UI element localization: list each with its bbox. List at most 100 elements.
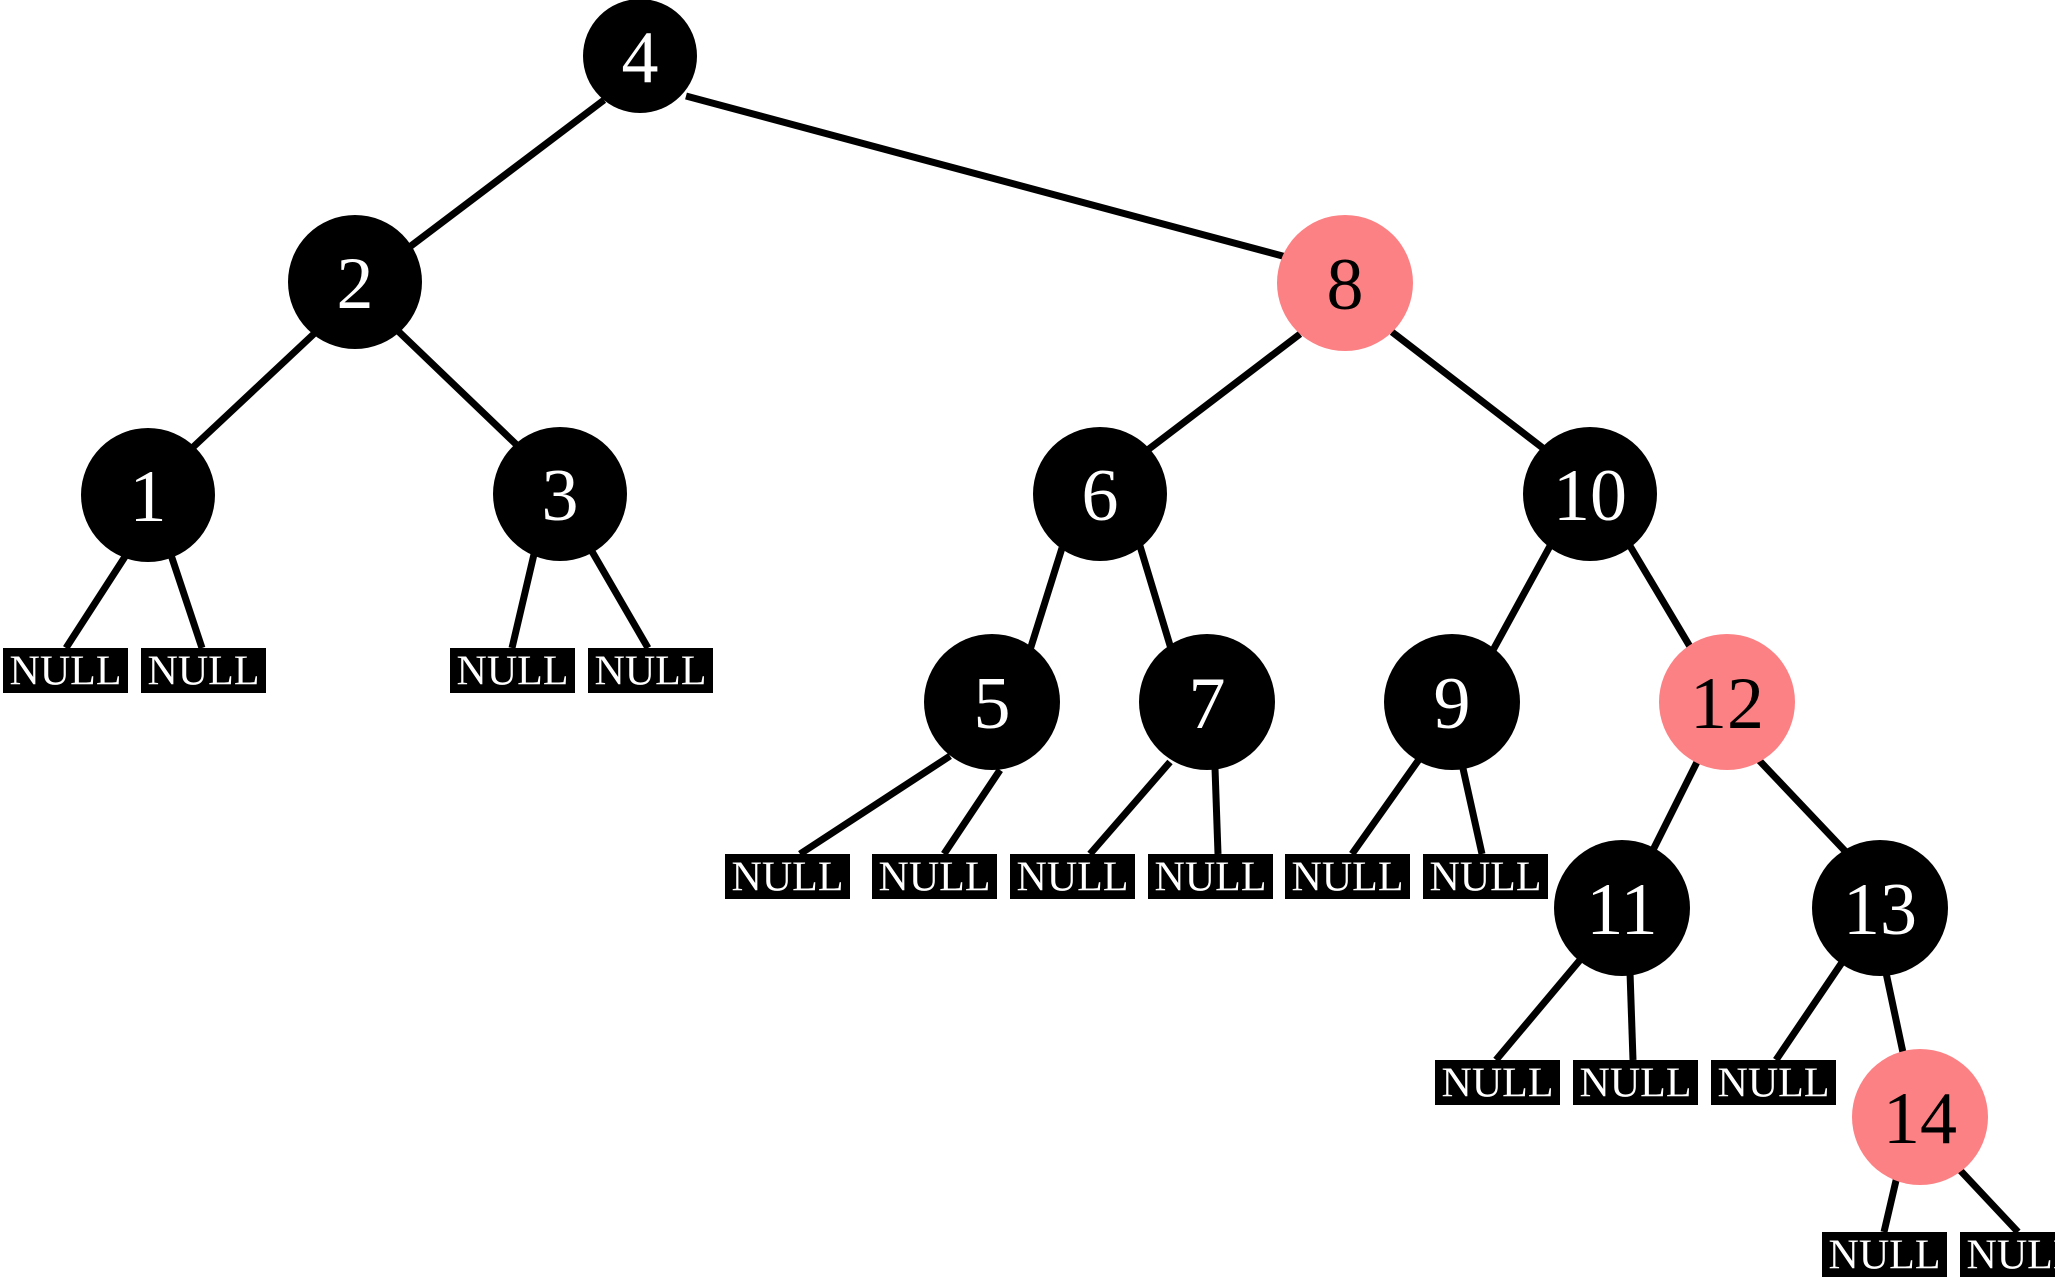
- null-box: [1711, 1060, 1836, 1105]
- tree-node-6[interactable]: 6: [1033, 427, 1167, 561]
- node-circle[interactable]: [1033, 427, 1167, 561]
- null-box: [1822, 1232, 1947, 1277]
- node-circle[interactable]: [1812, 840, 1948, 976]
- null-box: [1423, 854, 1548, 899]
- tree-node-7[interactable]: 7: [1139, 634, 1275, 770]
- null-box: [141, 648, 266, 693]
- tree-edge: [1087, 759, 1173, 857]
- node-circle[interactable]: [1554, 840, 1690, 976]
- tree-edge: [1136, 544, 1176, 654]
- tree-node-11[interactable]: 11: [1554, 840, 1690, 976]
- null-box: [1010, 854, 1135, 899]
- null-label: NULL: [1017, 855, 1129, 901]
- tree-node-14[interactable]: 14: [1852, 1049, 1988, 1185]
- node-circle[interactable]: [1384, 634, 1520, 770]
- tree-node-10[interactable]: 10: [1523, 427, 1657, 561]
- null-leaf: NULL: [450, 648, 575, 695]
- null-leaf: NULL: [1423, 854, 1548, 901]
- tree-edge: [1389, 329, 1551, 455]
- tree-edge: [166, 550, 206, 650]
- null-box: [3, 648, 128, 693]
- tree-edge: [941, 768, 1003, 856]
- null-label: NULL: [10, 649, 122, 695]
- tree-edge: [394, 327, 525, 453]
- node-label: 12: [1690, 663, 1764, 745]
- tree-node-3[interactable]: 3: [493, 427, 627, 561]
- tree-edge: [1626, 971, 1637, 1061]
- tree-edge: [1773, 956, 1848, 1062]
- tree-edge: [1026, 546, 1066, 652]
- tree-edge: [392, 97, 607, 261]
- null-box: [450, 648, 575, 693]
- tree-edge: [1752, 753, 1849, 855]
- node-label: 6: [1082, 455, 1119, 537]
- tree-edge: [1488, 544, 1554, 654]
- null-label: NULL: [457, 649, 569, 695]
- null-leaf: NULL: [1960, 1232, 2055, 1277]
- tree-edge: [1142, 331, 1303, 455]
- null-leaf: NULL: [1285, 854, 1410, 901]
- null-box: [1285, 854, 1410, 899]
- tree-edge: [798, 753, 952, 857]
- node-circle[interactable]: [583, 0, 697, 113]
- tree-edge: [1648, 754, 1704, 854]
- tree-node-4[interactable]: 4: [583, 0, 697, 113]
- tree-edge: [1955, 1165, 2021, 1235]
- null-leaf: NULL: [725, 854, 850, 901]
- node-circle[interactable]: [288, 215, 422, 349]
- tree-edge: [1458, 763, 1486, 855]
- tree-node-1[interactable]: 1: [81, 428, 215, 562]
- null-box: [725, 854, 850, 899]
- tree-node-13[interactable]: 13: [1812, 840, 1948, 976]
- tree-edge: [63, 550, 131, 650]
- node-label: 11: [1586, 869, 1657, 951]
- node-circle[interactable]: [1659, 634, 1795, 770]
- null-label: NULL: [1718, 1061, 1830, 1107]
- null-label: NULL: [1580, 1061, 1692, 1107]
- null-label: NULL: [1442, 1061, 1554, 1107]
- tree-edge: [1626, 544, 1696, 652]
- null-box: [1573, 1060, 1698, 1105]
- node-circle[interactable]: [1277, 215, 1413, 351]
- null-label: NULL: [1430, 855, 1542, 901]
- null-box: [1960, 1232, 2055, 1277]
- node-circle[interactable]: [1139, 634, 1275, 770]
- null-label: NULL: [1292, 855, 1404, 901]
- tree-node-12[interactable]: 12: [1659, 634, 1795, 770]
- node-circle[interactable]: [493, 427, 627, 561]
- tree-edge: [1211, 767, 1222, 855]
- null-leaf: NULL: [3, 648, 128, 695]
- tree-edge: [508, 549, 539, 649]
- node-circle[interactable]: [924, 634, 1060, 770]
- null-leaf: NULL: [1010, 854, 1135, 901]
- node-circle[interactable]: [81, 428, 215, 562]
- null-leaf: NULL: [1822, 1232, 1947, 1277]
- tree-node-2[interactable]: 2: [288, 215, 422, 349]
- node-label: 14: [1883, 1078, 1957, 1160]
- null-box: [1148, 854, 1273, 899]
- null-label: NULL: [879, 855, 991, 901]
- node-label: 4: [622, 17, 659, 99]
- node-label: 7: [1189, 663, 1226, 745]
- node-label: 2: [337, 243, 374, 325]
- node-label: 1: [130, 456, 167, 538]
- null-box: [872, 854, 997, 899]
- node-circle[interactable]: [1852, 1049, 1988, 1185]
- null-leaf: NULL: [588, 648, 713, 695]
- tree-edge: [586, 546, 652, 650]
- null-label: NULL: [595, 649, 707, 695]
- tree-node-9[interactable]: 9: [1384, 634, 1520, 770]
- null-label: NULL: [1829, 1233, 1941, 1277]
- tree-edge: [1880, 1171, 1902, 1233]
- node-label: 8: [1327, 244, 1364, 326]
- null-leaf: NULL: [872, 854, 997, 901]
- tree-node-8[interactable]: 8: [1277, 215, 1413, 351]
- null-leaf: NULL: [1435, 1060, 1560, 1107]
- node-circle[interactable]: [1523, 427, 1657, 561]
- tree-node-5[interactable]: 5: [924, 634, 1060, 770]
- null-label: NULL: [732, 855, 844, 901]
- node-label: 10: [1553, 455, 1627, 537]
- null-box: [588, 648, 713, 693]
